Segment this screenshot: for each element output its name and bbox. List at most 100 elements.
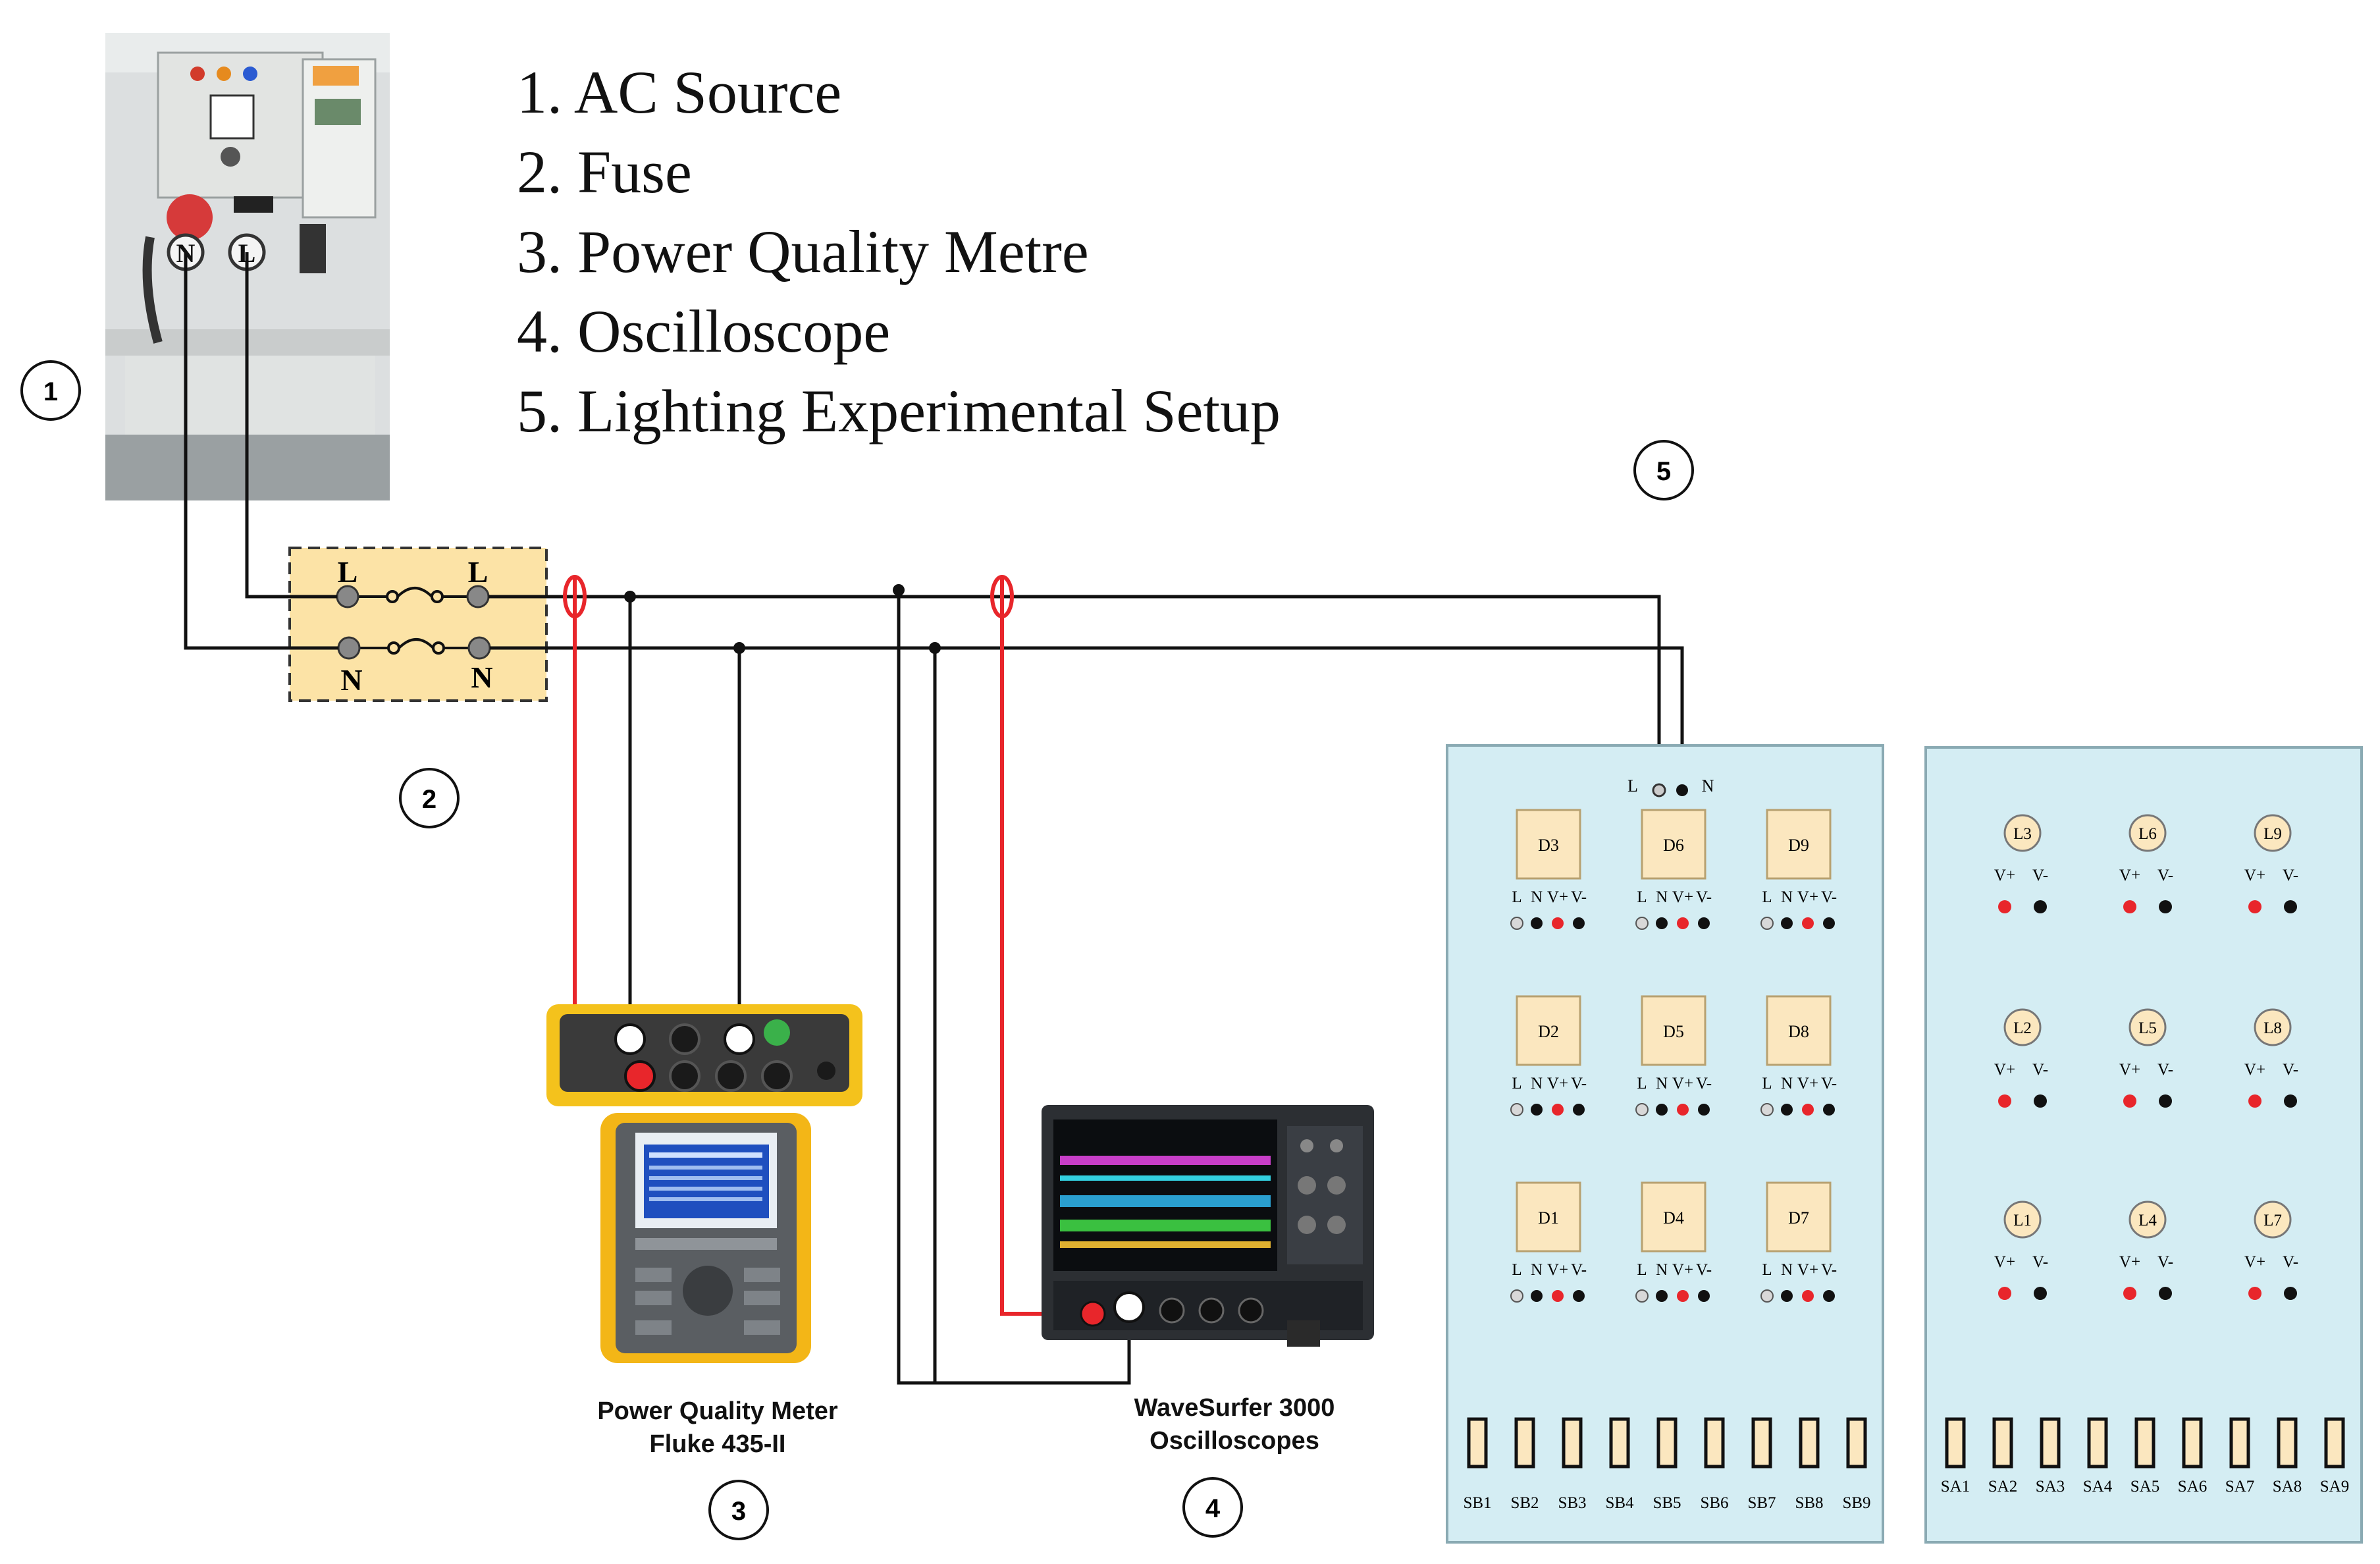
switch-sb2: SB2	[1510, 1417, 1539, 1512]
legend-item-oscilloscope: 4. Oscilloscope	[517, 298, 891, 365]
driver-terminal-label: V-	[1571, 1075, 1587, 1092]
svg-text:Fluke 435-II: Fluke 435-II	[650, 1430, 786, 1458]
lamp-terminal-label: V+	[2244, 867, 2265, 884]
switch-sb5: SB5	[1653, 1417, 1681, 1512]
driver-terminal	[1510, 917, 1523, 930]
switch-sa1: SA1	[1941, 1417, 1970, 1496]
driver-terminal-label: V-	[1821, 1075, 1837, 1092]
lamp-label: L6	[2138, 825, 2157, 843]
oscilloscope	[1042, 1105, 1374, 1347]
lamp-l5: L5V+V-	[2119, 1008, 2173, 1108]
driver-terminal	[1802, 917, 1814, 929]
fuse-label-line-out: L	[468, 555, 489, 589]
driver-terminal-label: V+	[1672, 888, 1693, 906]
lamp-label: L4	[2138, 1212, 2157, 1229]
meter-caption: Power Quality Meter Fluke 435-II	[597, 1397, 838, 1458]
svg-text:5: 5	[1656, 457, 1671, 486]
driver-terminal-label: V-	[1821, 1261, 1837, 1279]
driver-terminal-label: N	[1781, 1075, 1793, 1092]
driver-terminal	[1573, 1290, 1585, 1302]
switch-sa5: SA5	[2130, 1417, 2159, 1496]
lamp-terminal	[2284, 900, 2297, 913]
lamp-terminal	[2123, 1094, 2136, 1108]
driver-terminal	[1781, 917, 1793, 929]
lamp-terminal-label: V-	[2283, 1253, 2298, 1271]
driver-label: D5	[1663, 1022, 1684, 1041]
current-clamp-meter	[563, 575, 587, 618]
lamp-l3: L3V+V-	[1994, 814, 2048, 913]
wires	[184, 252, 1684, 1385]
driver-terminal	[1656, 917, 1668, 929]
marker-3: 3	[708, 1480, 769, 1540]
lamp-terminal-label: V-	[2157, 1253, 2173, 1271]
svg-text:4: 4	[1205, 1494, 1221, 1523]
lamp-l9: L9V+V-	[2244, 814, 2298, 913]
driver-panel-supply: L N	[1627, 776, 1714, 797]
driver-label: D3	[1538, 836, 1559, 855]
supply-label-neutral: N	[1702, 776, 1714, 795]
driver-terminal	[1552, 1104, 1564, 1116]
lamp-terminal-label: V+	[1994, 1253, 2015, 1271]
lamp-terminal-label: V+	[2244, 1253, 2265, 1271]
switch-sb8: SB8	[1795, 1417, 1824, 1512]
lamp-terminal	[2123, 1287, 2136, 1300]
driver-terminal-label: V+	[1797, 1075, 1818, 1092]
current-clamp-scope	[990, 575, 1014, 618]
driver-terminal-label: V+	[1547, 888, 1568, 906]
svg-text:Power Quality Meter: Power Quality Meter	[597, 1397, 838, 1425]
lamp-terminal	[2284, 1094, 2297, 1108]
fuse-box: L L N N	[288, 547, 548, 702]
lamp-panel	[1924, 746, 2363, 1544]
lamp-terminal-label: V-	[2032, 1061, 2048, 1079]
switch-sa2: SA2	[1988, 1417, 2017, 1496]
lamp-l1: L1V+ V-	[1994, 1200, 2048, 1300]
driver-terminal	[1531, 1290, 1543, 1302]
lamp-terminal-label: V+	[2244, 1061, 2265, 1079]
lamp-label: L3	[2013, 825, 2032, 843]
lamp-terminal	[2034, 1094, 2047, 1108]
fuse-label-line-in: L	[338, 555, 358, 589]
driver-terminal-label: L	[1637, 1261, 1647, 1279]
lamp-label: L7	[2263, 1212, 2282, 1229]
lamp-label: L5	[2138, 1019, 2157, 1037]
lamp-label: L1	[2013, 1212, 2032, 1229]
driver-terminal	[1677, 1104, 1689, 1116]
driver-terminal-label: L	[1512, 1261, 1521, 1279]
driver-terminal-label: N	[1781, 888, 1793, 906]
lamp-terminal	[2159, 900, 2172, 913]
lamp-terminal-label: V-	[2032, 1253, 2048, 1271]
marker-5: 5	[1633, 440, 1694, 500]
driver-terminal	[1531, 917, 1543, 929]
driver-terminal-label: L	[1637, 888, 1647, 906]
lamp-terminal-label: V+	[1994, 1061, 2015, 1079]
driver-label: D2	[1538, 1022, 1559, 1041]
driver-terminal	[1677, 917, 1689, 929]
driver-terminal	[1656, 1290, 1668, 1302]
driver-terminal	[1510, 1289, 1523, 1303]
fuse-neutral	[337, 636, 491, 660]
driver-terminal	[1760, 1289, 1774, 1303]
lamp-terminal	[1998, 1287, 2011, 1300]
lamp-terminal-label: V+	[1994, 867, 2015, 884]
driver-terminal	[1531, 1104, 1543, 1116]
driver-terminal-label: V-	[1571, 888, 1587, 906]
driver-label: D8	[1788, 1022, 1809, 1041]
lamp-terminal-label: V-	[2283, 867, 2298, 884]
switch-sa6: SA6	[2178, 1417, 2207, 1496]
lamp-l6: L6V+V-	[2119, 814, 2173, 913]
driver-label: D6	[1663, 836, 1684, 855]
driver-terminal-label: V-	[1696, 1075, 1712, 1092]
switch-label: SA7	[2225, 1478, 2254, 1496]
lamp-terminal-label: V+	[2119, 1253, 2140, 1271]
switch-label: SB5	[1653, 1494, 1681, 1512]
switch-label: SB9	[1842, 1494, 1870, 1512]
driver-terminal-label: V-	[1696, 1261, 1712, 1279]
lamp-terminal-label: V+	[2119, 867, 2140, 884]
legend: 1. AC Source 2. Fuse 3. Power Quality Me…	[517, 53, 1281, 451]
